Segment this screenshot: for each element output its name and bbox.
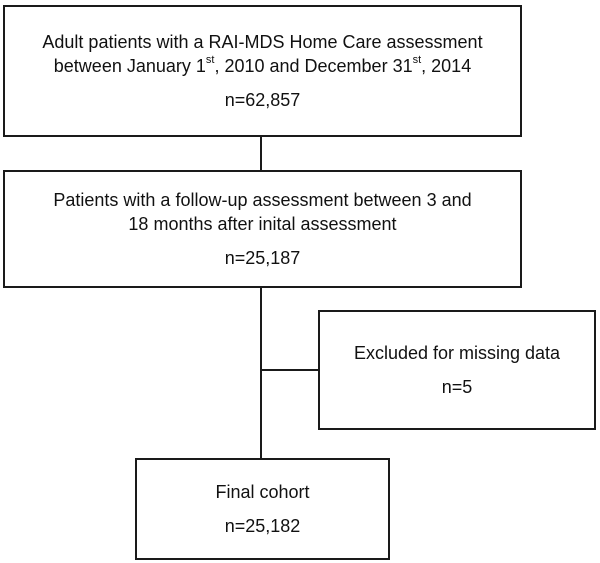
initial-date-start-suffix: st: [205, 53, 215, 66]
initial-cohort-line-2: between January 1st, 2010 and December 3…: [54, 54, 471, 78]
excluded-count: n=5: [441, 377, 473, 397]
followup-cohort-line-2: 18 months after inital assessment: [128, 213, 397, 234]
excluded-label: Excluded for missing data: [353, 342, 561, 363]
followup-cohort-box: Patients with a follow-up assessment bet…: [3, 170, 522, 288]
initial-cohort-box: Adult patients with a RAI-MDS Home Care …: [3, 5, 522, 137]
connector-initial-to-followup: [260, 137, 262, 170]
initial-date-start-text: between January 1: [53, 55, 206, 76]
initial-date-end-text: , 2014: [421, 55, 472, 76]
connector-followup-to-final: [260, 288, 262, 458]
final-cohort-count: n=25,182: [224, 516, 301, 536]
initial-cohort-count: n=62,857: [224, 90, 301, 111]
followup-cohort-line-1: Patients with a follow-up assessment bet…: [53, 189, 472, 210]
initial-date-end-suffix: st: [412, 53, 422, 66]
connector-to-excluded: [262, 369, 318, 371]
excluded-box: Excluded for missing data n=5: [318, 310, 596, 430]
initial-date-mid-text: , 2010 and December 31: [214, 55, 413, 76]
final-cohort-label: Final cohort: [215, 481, 310, 502]
initial-cohort-line-1: Adult patients with a RAI-MDS Home Care …: [42, 31, 483, 52]
followup-cohort-count: n=25,187: [224, 248, 301, 269]
final-cohort-box: Final cohort n=25,182: [135, 458, 390, 560]
